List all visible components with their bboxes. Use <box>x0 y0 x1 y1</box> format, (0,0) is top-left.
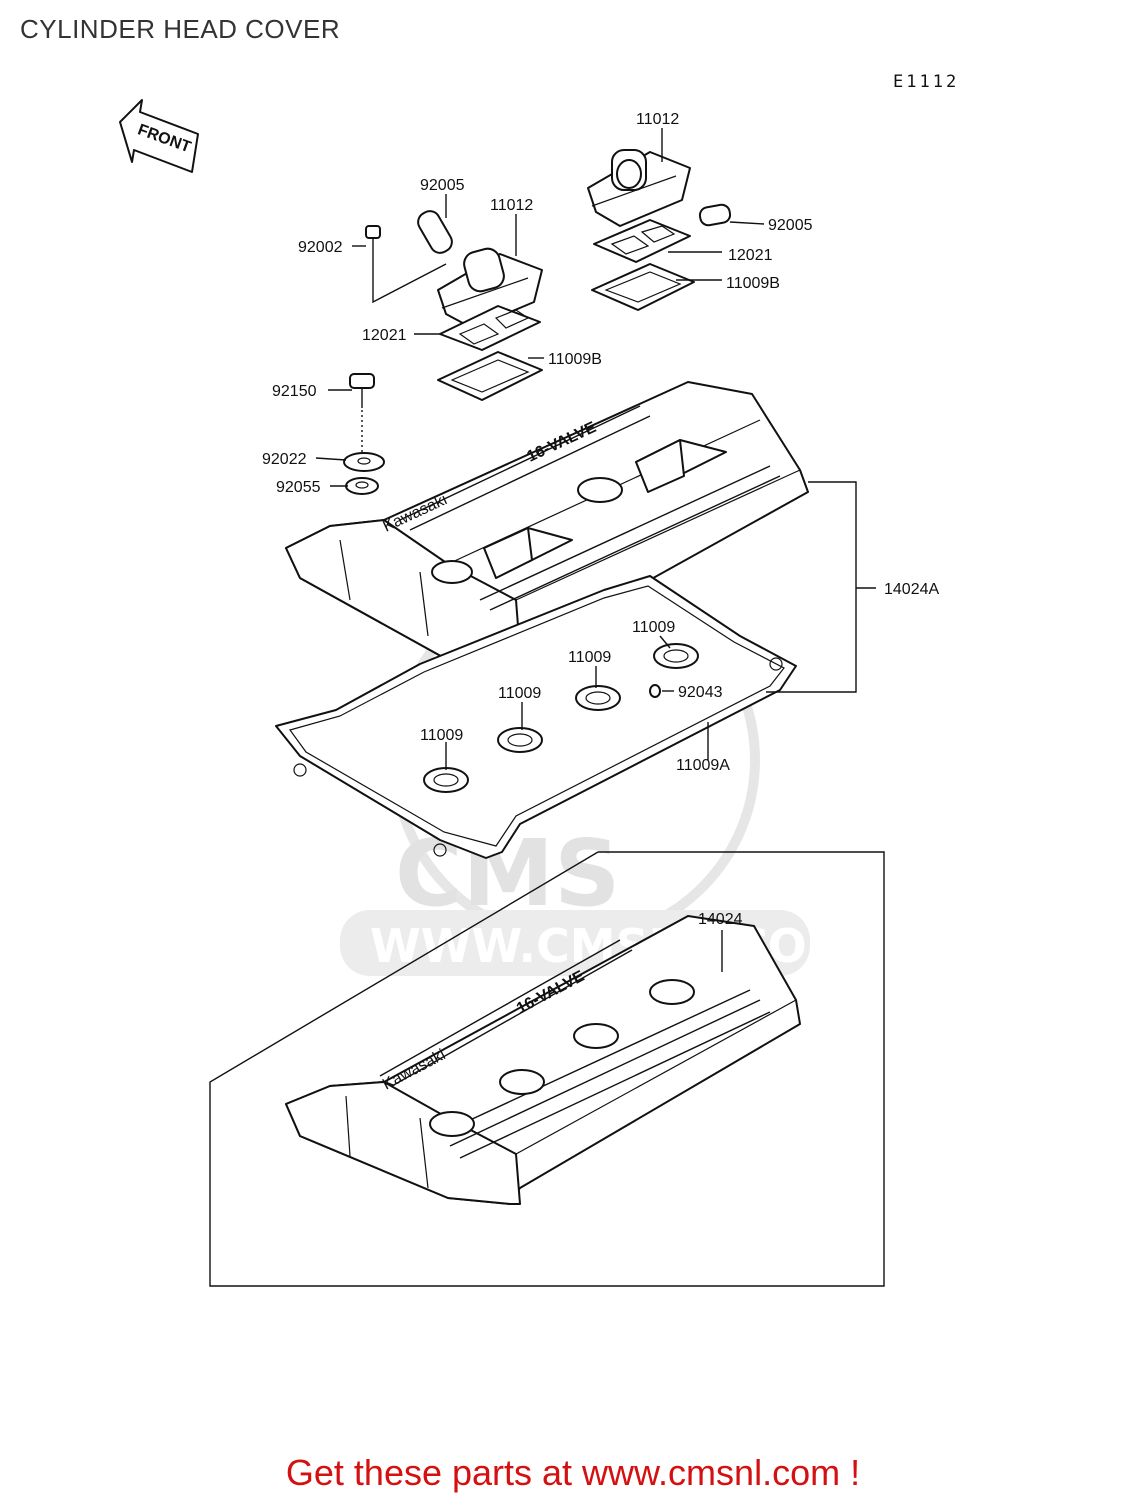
callout-11009B: 11009B <box>726 275 780 292</box>
callout-11012: 11012 <box>636 111 679 128</box>
cover-rib-lines <box>399 405 781 611</box>
diagram-code: E1112 <box>893 72 960 92</box>
plug-hole <box>431 560 473 584</box>
callout-11009: 11009 <box>632 619 675 636</box>
callout-92022: 92022 <box>262 451 307 468</box>
callout-92150: 92150 <box>272 383 317 400</box>
callout-11009B: 11009B <box>548 351 602 368</box>
callout-11009A: 11009A <box>676 757 730 774</box>
callout-92005: 92005 <box>768 217 813 234</box>
page-title: CYLINDER HEAD COVER <box>20 14 341 44</box>
callout-92055: 92055 <box>276 479 321 496</box>
breather-pipe-right <box>698 203 732 227</box>
head-cover-gasket <box>275 575 797 859</box>
promo-banner[interactable]: Get these parts at www.cmsnl.com ! <box>285 1452 861 1493</box>
callout-11009: 11009 <box>420 727 463 744</box>
assembly-bracket-14024A <box>766 481 876 693</box>
plug-hole <box>429 1111 475 1137</box>
breather-port-side <box>635 439 685 493</box>
plug-hole-seal <box>497 727 543 753</box>
exploded-parts-diagram: CMS WWW.CMSNL.COM FRONT <box>119 99 939 1287</box>
plug-hole-seal <box>423 767 469 793</box>
plug-hole-seal <box>653 643 699 669</box>
cap-92043 <box>649 684 661 698</box>
callout-92043: 92043 <box>678 684 723 701</box>
callout-11009: 11009 <box>568 649 611 666</box>
callout-92005: 92005 <box>420 177 465 194</box>
breather-plate-right <box>593 219 691 263</box>
assembly-bracket-14024 <box>209 851 885 1287</box>
grommet-92055 <box>345 477 379 495</box>
callout-14024A: 14024A <box>884 581 939 598</box>
cover-bolt-92150 <box>349 373 375 452</box>
cylinder-head-cover-upper: Kawasaki 16-VALVE <box>285 381 809 667</box>
breather-gasket-right <box>591 263 695 311</box>
callout-12021: 12021 <box>728 247 773 264</box>
callout-11009: 11009 <box>498 685 541 702</box>
breather-cover-right <box>587 149 691 227</box>
callout-12021: 12021 <box>362 327 407 344</box>
breather-pipe-left <box>417 210 453 254</box>
washer-92022 <box>343 452 385 472</box>
callout-14024: 14024 <box>698 911 743 928</box>
leader-lines <box>315 128 765 972</box>
breather-gasket-left <box>437 351 543 401</box>
front-direction-icon: FRONT <box>119 99 199 173</box>
bolt-92002 <box>365 225 381 262</box>
plug-hole <box>499 1069 545 1095</box>
plug-hole <box>577 477 623 503</box>
plug-hole-seal <box>575 685 621 711</box>
breather-plate-left <box>439 305 541 351</box>
plug-hole <box>573 1023 619 1049</box>
callout-92002: 92002 <box>298 239 343 256</box>
plug-hole <box>649 979 695 1005</box>
breather-port-side <box>483 527 533 579</box>
callout-11012: 11012 <box>490 197 533 214</box>
cover-rib-lines <box>379 939 771 1159</box>
callouts: 11012 11012 92005 92005 92002 12021 1100… <box>262 111 939 928</box>
